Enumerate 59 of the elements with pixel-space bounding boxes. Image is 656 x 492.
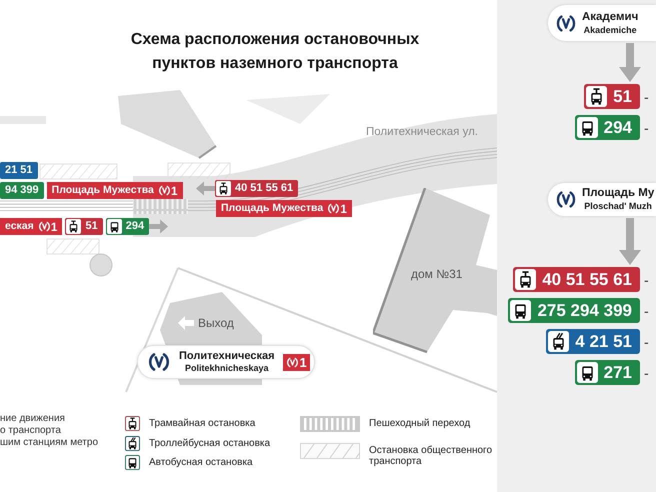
building-label: Выход — [198, 317, 234, 329]
route-numbers: 271 — [602, 364, 633, 381]
line-number: 1 — [300, 356, 307, 368]
route-numbers: 4 21 51 — [574, 333, 633, 350]
route-badge — [0, 162, 38, 179]
metro-station-sign — [548, 5, 656, 41]
station-name: Площадь Мужества — [221, 203, 324, 214]
legend-note: ние движения — [0, 414, 65, 424]
list-dash: - — [644, 334, 649, 348]
route-badge — [106, 218, 150, 235]
station-name: Политехническая — [179, 350, 275, 364]
station-name-latin: Akademiche — [584, 24, 637, 36]
metro-station-sign — [137, 345, 315, 379]
arrow — [149, 220, 168, 234]
route-numbers: 40 51 55 61 — [541, 271, 633, 288]
legend-label: Троллейбусная остановка — [149, 437, 270, 449]
list-dash: - — [644, 120, 649, 134]
legend-note: шим станциям метро — [0, 438, 98, 448]
route-numbers: 94 399 — [4, 185, 40, 196]
station-name-latin: Politekhnicheskaya — [184, 363, 269, 374]
route-numbers: 40 51 55 61 — [234, 183, 294, 194]
station-label — [216, 200, 352, 217]
legend-note: о транспорта — [0, 426, 61, 436]
line-badge — [282, 354, 310, 370]
list-dash: - — [644, 272, 649, 286]
line-number: 1 — [170, 184, 178, 196]
legend-label: Автобусная остановка — [149, 456, 253, 468]
station-label — [0, 218, 62, 235]
route-numbers: 51 — [84, 221, 99, 232]
arrow — [196, 182, 215, 196]
station-name: Площадь Мужества — [52, 185, 154, 196]
arrow — [619, 43, 641, 82]
route-numbers: 275 294 399 — [536, 302, 633, 319]
diagram-title: Схема расположения остановочных пунктов наземного транспорта — [130, 30, 420, 74]
route-badge — [65, 218, 103, 235]
line-number: 1 — [50, 220, 58, 232]
arrow — [619, 218, 641, 265]
legend-label: Пешеходный переход — [369, 417, 470, 429]
route-numbers: 294 — [602, 119, 633, 136]
route-numbers: 51 — [612, 88, 633, 105]
station-name: Академич — [582, 10, 638, 24]
station-name: Площадь Му — [582, 187, 654, 201]
station-label — [46, 182, 183, 199]
route-badge — [215, 180, 298, 197]
route-badge — [0, 182, 44, 199]
list-dash: - — [644, 90, 649, 104]
building-label: дом №31 — [411, 268, 462, 280]
building — [373, 188, 497, 353]
list-dash: - — [644, 304, 649, 318]
legend-label: Трамвайная остановка — [149, 417, 256, 429]
route-numbers: 294 — [124, 221, 146, 232]
street-name: Политехническая ул. — [366, 127, 478, 138]
line-number: 1 — [340, 202, 347, 214]
station-name: еская — [5, 221, 34, 232]
station-name-latin: Ploschad' Muzh — [584, 201, 652, 212]
route-numbers: 21 51 — [4, 165, 34, 176]
metro-station-sign — [548, 183, 656, 216]
legend-label: Остановка общественного транспорта — [369, 444, 493, 467]
list-dash: - — [644, 366, 649, 380]
